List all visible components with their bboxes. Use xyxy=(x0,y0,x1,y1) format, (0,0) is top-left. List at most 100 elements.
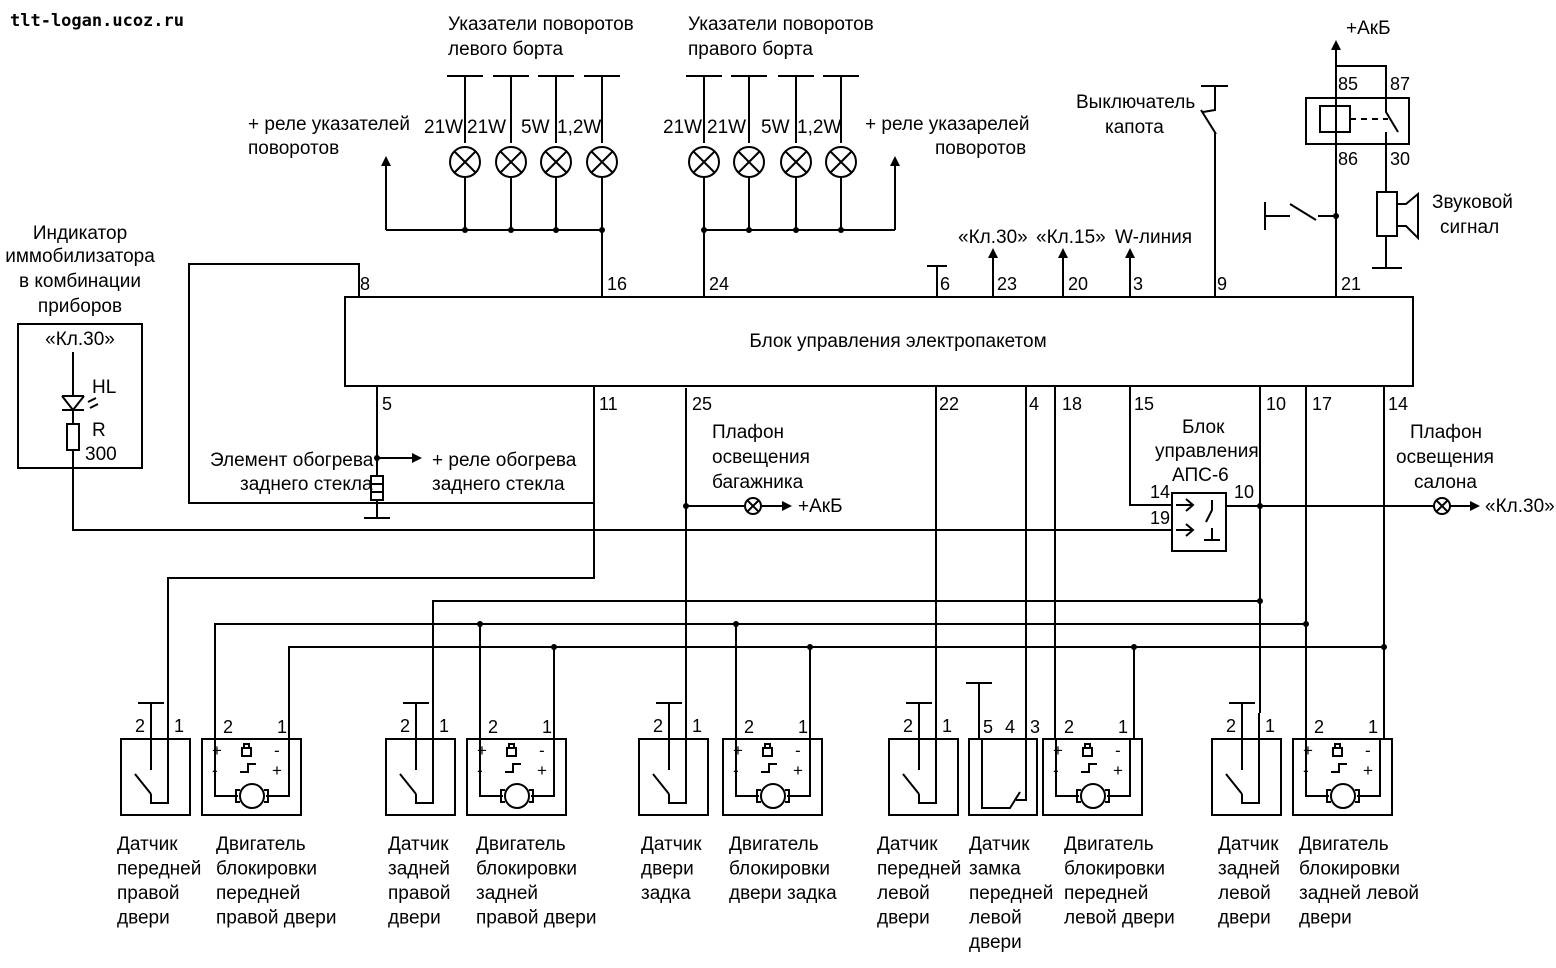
pin-20: 20 xyxy=(1068,274,1088,294)
lock-pin-3: 3 xyxy=(1030,717,1040,737)
pin-21: 21 xyxy=(1341,274,1361,294)
sensor_rear_left-label-2: задней xyxy=(1218,859,1280,880)
turn-left-title-2: левого борта xyxy=(448,39,564,60)
aps6-label-1: Блок xyxy=(1182,417,1225,438)
immo-r-value: 300 xyxy=(85,444,117,465)
pin-17: 17 xyxy=(1312,394,1332,414)
sensor_front_left-label-4: двери xyxy=(877,908,930,929)
kl30-label: «Кл.30» xyxy=(958,227,1028,248)
motor_trunk-sym-plus2: + xyxy=(793,761,803,780)
sensor_rear_right-pin-2: 2 xyxy=(400,716,410,736)
motor-rear-left xyxy=(1292,738,1393,816)
ecu-block xyxy=(344,296,1414,387)
motor_rear_right-label-1: Двигатель xyxy=(476,834,566,855)
motor_rear_left-sym-plus: + xyxy=(1303,741,1313,760)
pin-9: 9 xyxy=(1217,274,1227,294)
horn-label-1: Звуковой xyxy=(1432,192,1513,213)
immo-title-1: Индикатор xyxy=(33,223,127,244)
motor_trunk-sym-minus2: - xyxy=(795,741,801,760)
sensor_front_left-pin-2: 2 xyxy=(903,716,913,736)
sensor_trunk-pin-1: 1 xyxy=(692,716,702,736)
sensor_rear_right-label-1: Датчик xyxy=(388,834,449,855)
hood-switch-label-1: Выключатель xyxy=(1076,92,1195,113)
turn-left-title-1: Указатели поворотов xyxy=(448,14,634,35)
lamp-left-4: 1,2W xyxy=(557,117,601,138)
motor_front_right-label-3: передней xyxy=(216,883,300,904)
lamp-left-2: 21W xyxy=(467,117,506,138)
motor_front_right-pin-1: 1 xyxy=(277,717,287,737)
trunk-lamp-label-2: освещения xyxy=(712,447,810,468)
sensor_front_right-label-2: передней xyxy=(117,859,201,880)
sensor_trunk-label-2: двери xyxy=(641,859,694,880)
motor_trunk-sym-minus: - xyxy=(733,761,739,780)
pin-10: 10 xyxy=(1266,394,1286,414)
horn-supply: +АкБ xyxy=(1346,18,1391,39)
cabin-label-3: салона xyxy=(1414,472,1477,493)
trunk-supply: +АкБ xyxy=(798,496,843,517)
pin-23: 23 xyxy=(997,274,1017,294)
lamp-right-3: 5W xyxy=(761,117,790,138)
pin-14: 14 xyxy=(1388,394,1408,414)
sensor_front_right-label-4: двери xyxy=(117,908,170,929)
motor_rear_left-sym-minus: - xyxy=(1303,761,1309,780)
immo-title-3: в комбинации xyxy=(19,271,141,292)
relay-pin-85: 85 xyxy=(1338,74,1358,94)
rear-window-heater: Элемент обогрева заднего стекла + реле о… xyxy=(210,386,577,519)
sensor_rear_right-pin-1: 1 xyxy=(439,716,449,736)
sensor-front-right xyxy=(120,702,191,816)
turn-right-relay-2: поворотов xyxy=(935,138,1026,159)
aps6-label-2: управления xyxy=(1155,441,1259,462)
sensor-rear-left xyxy=(1211,702,1282,816)
motor_rear_right-sym-plus2: + xyxy=(537,761,547,780)
relay-pin-30: 30 xyxy=(1390,149,1410,169)
pin-5: 5 xyxy=(382,394,392,414)
immo-r: R xyxy=(92,420,106,441)
motor_front_left-pin-2: 2 xyxy=(1064,717,1074,737)
motor_rear_right-label-4: правой двери xyxy=(476,908,596,929)
hood-switch-label-2: капота xyxy=(1105,117,1164,138)
sensor_front_right-pin-2: 2 xyxy=(135,716,145,736)
top-signals: «Кл.30» «Кл.15» W-линия xyxy=(927,227,1192,297)
motor_front_right-sym-plus: + xyxy=(212,741,222,760)
aps6-pin-10: 10 xyxy=(1234,482,1254,502)
motor_trunk-pin-2: 2 xyxy=(744,717,754,737)
sensor_front_left-label-3: левой xyxy=(877,883,930,904)
motor_rear_left-label-3: задней левой xyxy=(1299,883,1419,904)
horn-label-2: сигнал xyxy=(1440,217,1499,238)
heater-label-1: Элемент обогрева xyxy=(210,450,374,471)
motor_front_right-sym-plus2: + xyxy=(272,761,282,780)
motor_front_left-sym-minus2: - xyxy=(1115,741,1121,760)
aps6-unit: Блок управления АПС-6 14 19 10 xyxy=(1129,386,1259,552)
heater-relay-2: заднего стекла xyxy=(432,474,565,495)
sensor_front_right-pin-1: 1 xyxy=(174,716,184,736)
turn-right-relay-1: + реле указарелей xyxy=(865,114,1029,135)
motor_front_left-label-3: передней xyxy=(1064,883,1148,904)
immo-hl: HL xyxy=(92,377,116,398)
turn-left-relay-1: + реле указателей xyxy=(248,114,410,135)
lamp-right-4: 1,2W xyxy=(797,117,841,138)
sensor-trunk xyxy=(638,702,709,816)
ecu-bottom-pins: 5 11 25 22 4 18 15 10 17 14 xyxy=(382,394,1408,414)
lock-pin-4: 4 xyxy=(1005,717,1015,737)
motor_front_right-label-1: Двигатель xyxy=(216,834,306,855)
relay-pin-86: 86 xyxy=(1338,149,1358,169)
motor_front_right-label-4: правой двери xyxy=(216,908,336,929)
lamp-right-1: 21W xyxy=(663,117,702,138)
sensor_rear_right-label-4: двери xyxy=(388,908,441,929)
motor-rear-right xyxy=(466,738,567,816)
sensor_rear_left-pin-2: 2 xyxy=(1226,716,1236,736)
motor_rear_left-pin-1: 1 xyxy=(1368,717,1378,737)
heater-label-2: заднего стекла xyxy=(240,474,373,495)
sensor_front_right-label-1: Датчик xyxy=(117,834,178,855)
lock_sensor_front_left-label-5: двери xyxy=(969,932,1022,953)
watermark-text: tlt-logan.ucoz.ru xyxy=(10,11,184,31)
immo-supply: «Кл.30» xyxy=(45,329,115,350)
sensor_trunk-label-1: Датчик xyxy=(641,834,702,855)
sensor_rear_right-label-3: правой xyxy=(388,883,450,904)
motor_rear_left-sym-minus2: - xyxy=(1365,741,1371,760)
cabin-label-1: Плафон xyxy=(1410,422,1482,443)
motor_front_right-sym-minus2: - xyxy=(274,741,280,760)
lock_sensor_front_left-label-3: передней xyxy=(969,883,1053,904)
